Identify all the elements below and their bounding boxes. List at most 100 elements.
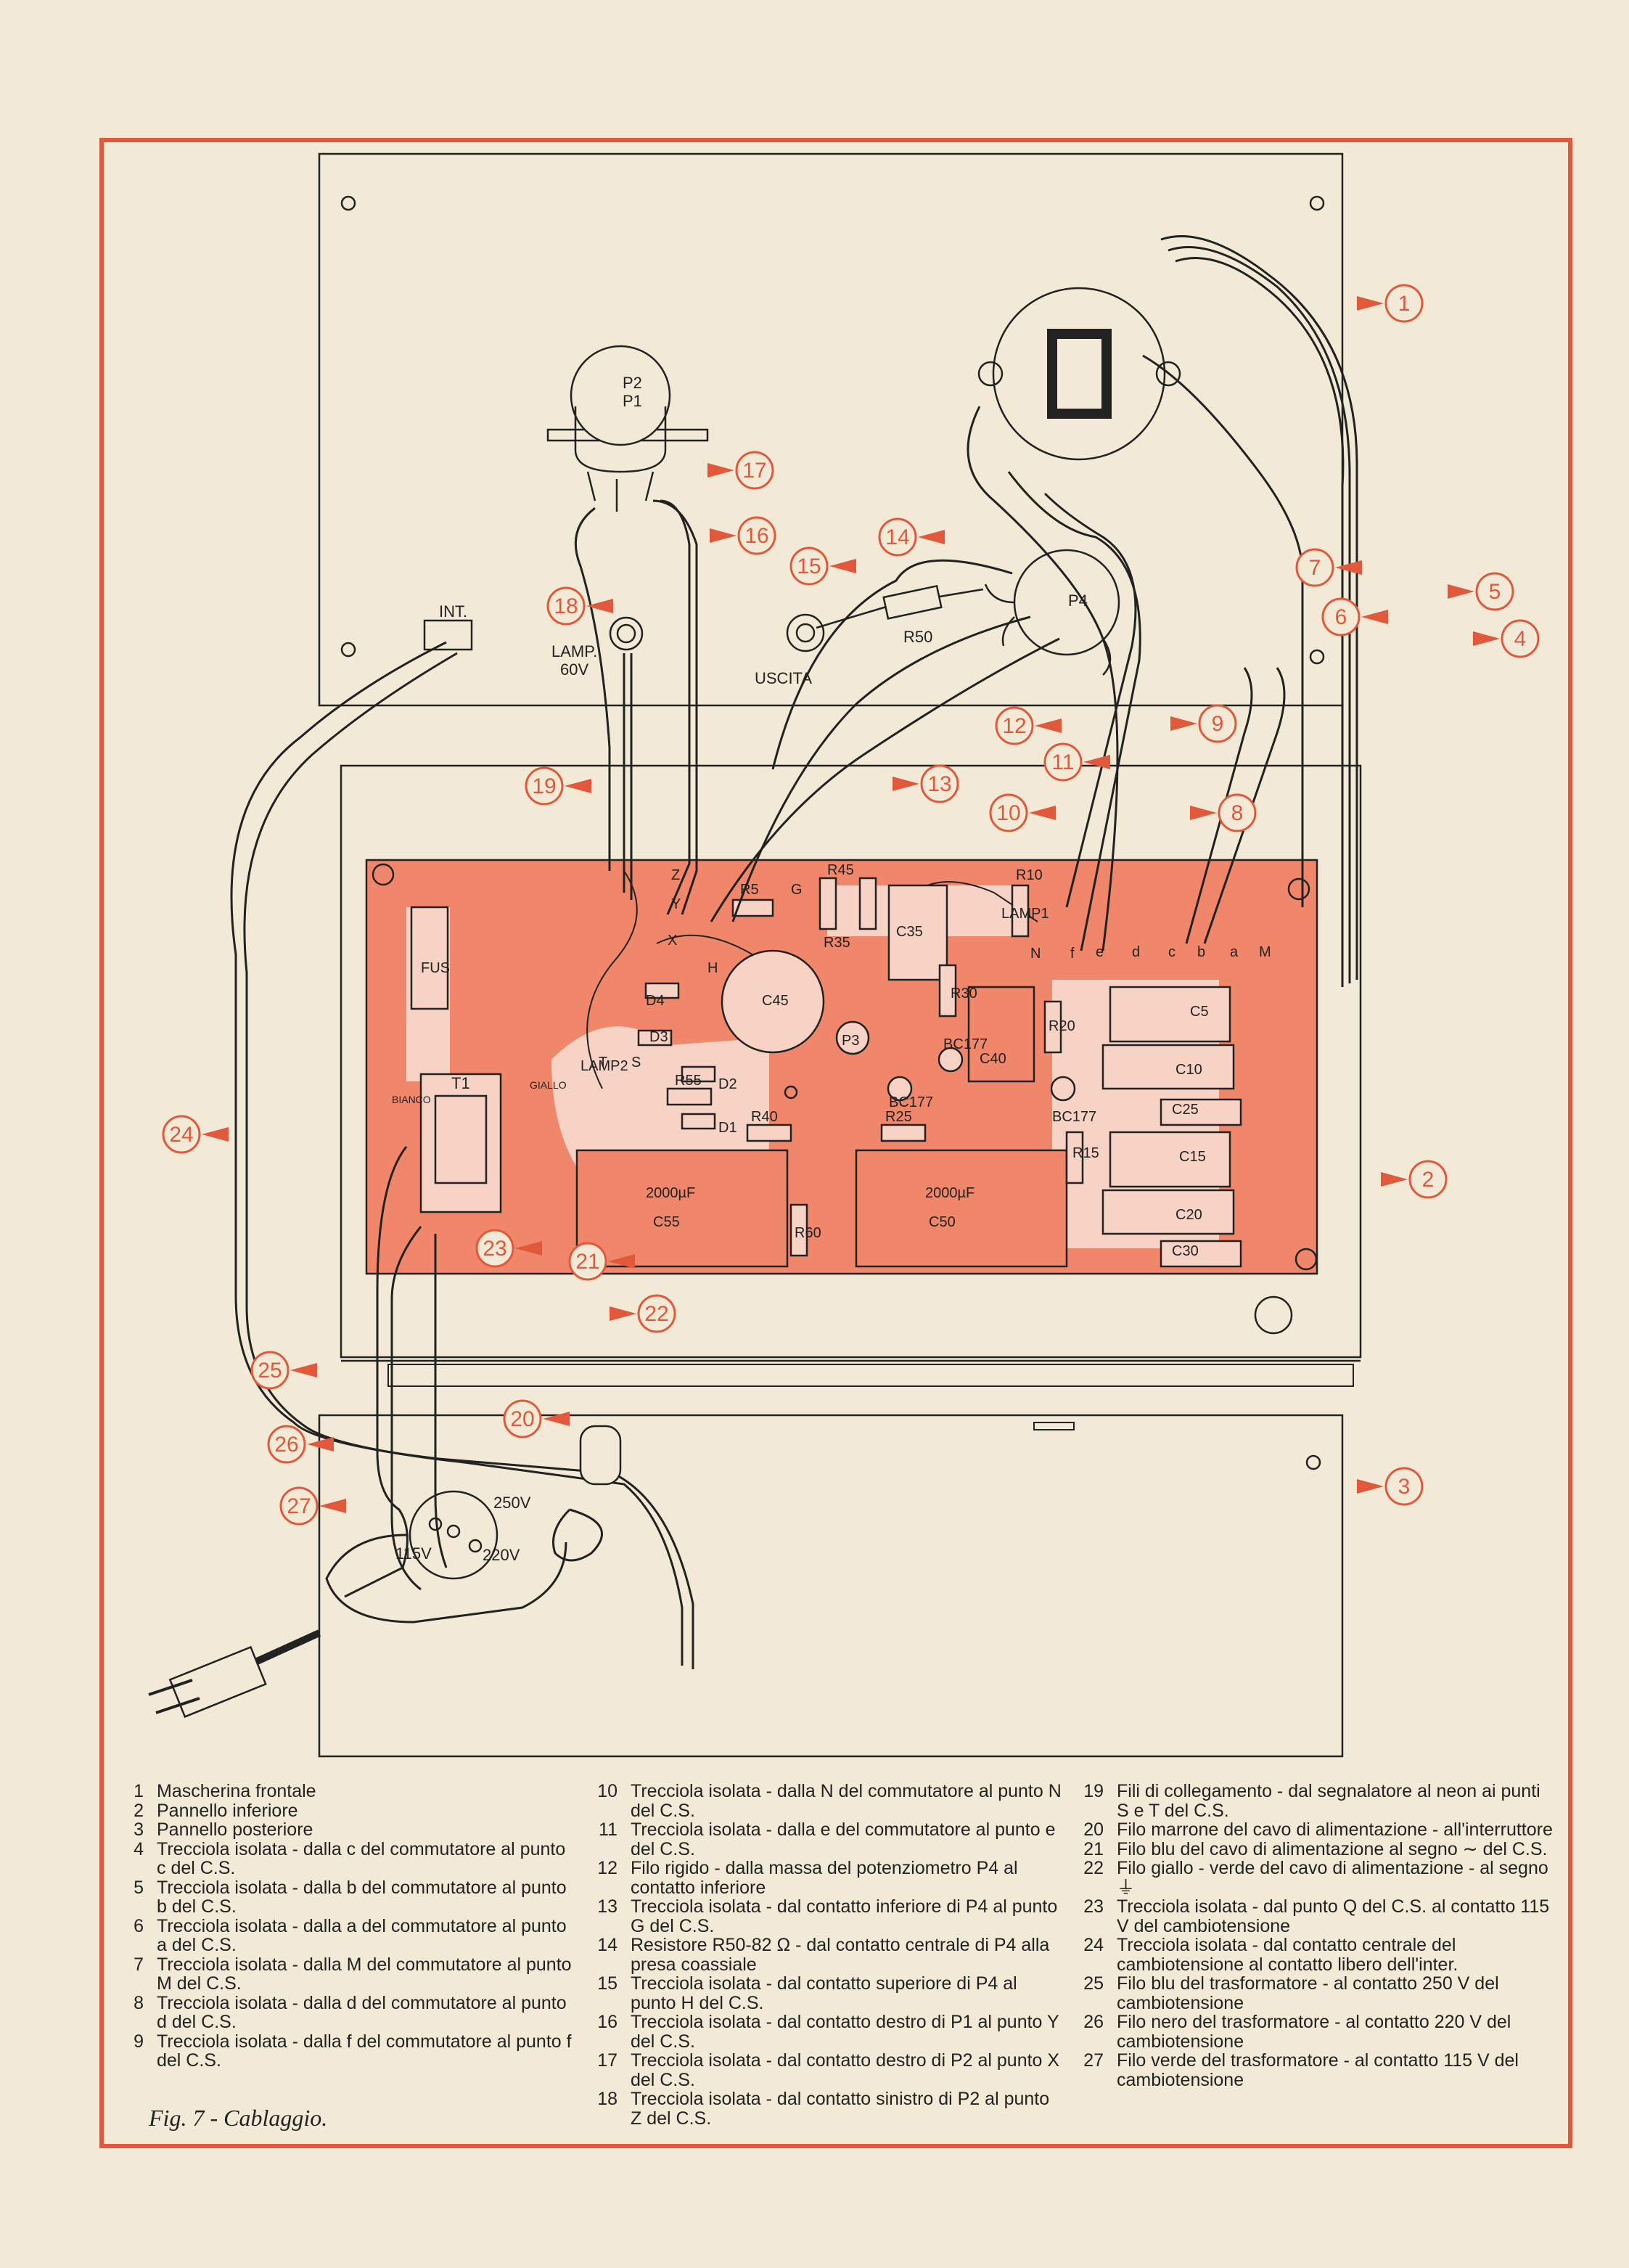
board-label: S — [631, 1055, 641, 1070]
legend-text: Filo blu del cavo di alimentazione al se… — [1117, 1838, 1548, 1859]
board-label: R30 — [951, 986, 977, 1002]
legend-number: 21 — [1083, 1838, 1104, 1859]
callout-number: 6 — [1335, 605, 1347, 629]
legend-number: 15 — [597, 1973, 617, 1994]
legend-text: Trecciola isolata - dal contatto central… — [1117, 1935, 1458, 1975]
label-p2: P2 — [623, 374, 642, 392]
board-label: R40 — [751, 1109, 778, 1125]
legend-text: Filo blu del trasformatore - al contatto… — [1117, 1973, 1499, 2013]
callout-27: 27 — [279, 1486, 346, 1526]
callout-number: 10 — [996, 801, 1020, 825]
board-label: C5 — [1190, 1004, 1209, 1020]
callout-number: 4 — [1514, 627, 1527, 651]
callout-number: 25 — [258, 1359, 282, 1383]
board-label: N — [1030, 946, 1041, 962]
label-115v: 115V — [395, 1544, 432, 1563]
callout-19: 19 — [525, 766, 591, 806]
callout-number: 9 — [1212, 712, 1224, 736]
label-lamp: LAMP. — [551, 642, 597, 660]
callout-20: 20 — [503, 1399, 570, 1438]
label-220v: 220V — [483, 1546, 520, 1564]
legend-number: 3 — [134, 1819, 144, 1840]
capacitor-c40 — [967, 986, 1035, 1083]
legend-text: Trecciola isolata - dalla f del commutat… — [157, 2031, 572, 2071]
legend-text: Fili di collegamento - dal segnalatore a… — [1117, 1781, 1540, 1821]
legend-number: 14 — [597, 1935, 617, 1955]
legend-number: 10 — [597, 1781, 617, 1801]
callout-12: 12 — [995, 706, 1062, 745]
callout-number: 7 — [1309, 556, 1321, 580]
legend-item: 10 Trecciola isolata - dalla N del commut… — [584, 1782, 1063, 1820]
board-label: D2 — [718, 1076, 737, 1092]
board-label: R10 — [1016, 867, 1043, 883]
callout-15: 15 — [789, 546, 856, 586]
legend-text: Filo giallo - verde del cavo di alimenta… — [1117, 1858, 1548, 1898]
capacitor-c55 — [575, 1149, 789, 1268]
label-giallo: GIALLO — [530, 1079, 567, 1091]
board-label: C10 — [1175, 1062, 1202, 1078]
legend-column-2: 10 Trecciola isolata - dalla N del commut… — [584, 1782, 1063, 2128]
board-label: D3 — [649, 1029, 668, 1045]
legend-text: Filo rigido - dalla massa del potenziome… — [631, 1858, 1018, 1898]
legend-text: Trecciola isolata - dalla M del commutat… — [157, 1954, 572, 1994]
legend-number: 13 — [597, 1896, 617, 1917]
transformer-t1 — [419, 1073, 502, 1213]
board-label: C35 — [896, 924, 923, 940]
callout-6: 6 — [1321, 597, 1388, 636]
board-label: C15 — [1179, 1149, 1206, 1165]
callout-1: 1 — [1357, 284, 1424, 323]
callout-number: 20 — [510, 1407, 534, 1431]
legend-item: 13 Trecciola isolata - dal contatto infer… — [584, 1897, 1063, 1936]
legend-text: Resistore R50-82 Ω - dal contatto centra… — [631, 1935, 1050, 1975]
front-panel — [318, 152, 1344, 707]
rotary-switch — [992, 287, 1166, 461]
board-label: a — [1230, 944, 1239, 960]
callout-11: 11 — [1043, 742, 1110, 782]
legend-number: 8 — [134, 1992, 144, 2013]
board-label: C45 — [762, 993, 789, 1009]
callout-2: 2 — [1381, 1160, 1448, 1199]
callout-number: 13 — [927, 772, 951, 796]
coax-output — [786, 613, 825, 652]
callout-number: 5 — [1489, 580, 1501, 604]
legend-number: 16 — [597, 2012, 617, 2032]
board-label: C20 — [1175, 1207, 1202, 1223]
legend-text: Trecciola isolata - dalla a del commutat… — [157, 1915, 567, 1955]
label-250v: 250V — [493, 1494, 531, 1512]
board-label: C40 — [980, 1051, 1006, 1067]
legend-text: Trecciola isolata - dalla N del commutat… — [631, 1781, 1062, 1821]
label-bianco: BIANCO — [392, 1094, 431, 1105]
callout-number: 12 — [1002, 714, 1026, 738]
callout-number: 1 — [1398, 292, 1411, 316]
board-label: R15 — [1072, 1145, 1099, 1161]
potentiometer-p1-p2 — [570, 345, 671, 446]
board-label: R5 — [740, 882, 759, 898]
switch-int — [423, 619, 473, 651]
label-r50: R50 — [903, 628, 932, 646]
board-label: X — [668, 933, 677, 949]
legend-item: 14 Resistore R50-82 Ω - dal contatto cent… — [584, 1936, 1063, 1974]
legend-text: Trecciola isolata - dalla c del commutat… — [157, 1838, 566, 1878]
board-label: LAMP2 — [580, 1058, 628, 1074]
capacitor-c45 — [721, 949, 825, 1054]
label-p1: P1 — [623, 392, 642, 410]
legend-number: 22 — [1083, 1858, 1104, 1878]
callout-5: 5 — [1448, 572, 1514, 611]
board-label: C30 — [1172, 1243, 1199, 1259]
board-label: 2000µF — [646, 1185, 695, 1201]
label-uscita: USCITA — [755, 669, 812, 687]
legend-text: Trecciola isolata - dal contatto inferio… — [631, 1896, 1058, 1936]
